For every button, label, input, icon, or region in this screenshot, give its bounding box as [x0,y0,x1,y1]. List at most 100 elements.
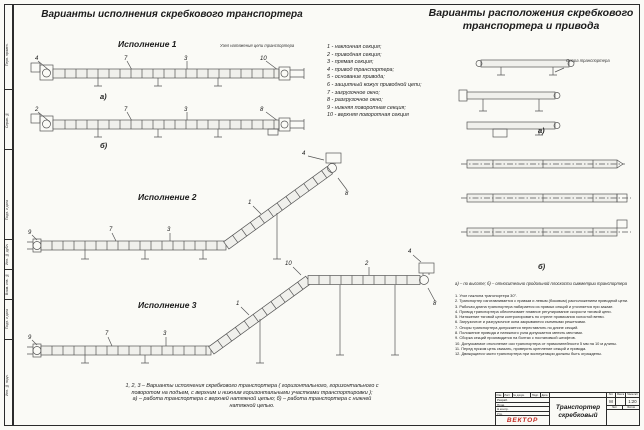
callout-number: 4 [302,151,306,157]
legend-item: 8 - разгрузочное окно; [327,97,383,104]
variant-a-label-arrangement: а) [538,126,545,135]
margin-label: Подп. и дата [5,309,9,330]
callout-number: 1 [236,301,239,307]
conveyor-drawing-isp3: 9 7 3 1 10 2 4 8 [27,249,437,364]
margin-divider [5,269,12,270]
callout-number: 9 [28,230,32,236]
arrangement-linework [458,59,631,237]
scale-value: 1:20 [628,398,637,404]
conveyor-drawing-isp1b: 2 7 3 8 [30,107,305,138]
podp-label: Подп. [531,393,542,397]
section-label-isp3: Исполнение 3 [138,300,197,310]
izm-label: Изм. [496,393,504,397]
legend-item: 10 - верхняя поворотная секция [327,112,409,119]
callout-number: 9 [28,335,32,341]
note-line: 5. Натяжение тяговой цепи контролировать… [455,314,605,320]
liter-value: М [607,397,616,405]
page-title-right-line2: транспортера и привода [462,20,600,33]
note-line: 12. Движущиеся части транспортера при эк… [455,351,602,357]
margin-divider [5,89,12,90]
razrab-row: Разраб. [496,398,549,403]
legend-item: 9 - нижняя поворотная секция; [327,104,406,111]
page-title-left: Варианты исполнения скребкового транспор… [41,9,303,20]
conveyor-linework [30,111,305,138]
massa-value [616,397,626,405]
company-logo: ВЕКТОР [496,416,549,425]
support-label: Опора транспортера [566,58,610,63]
note-line: 3. Рабочая длина транспортера набирается… [455,303,614,309]
company-logo-text: ВЕКТОР [506,417,539,424]
data-label: Дата [541,393,548,397]
conveyor-linework [27,254,436,364]
callout-number: 7 [124,107,128,113]
callout-number: 10 [285,261,292,267]
lit-massa-masshtab-values: М 1:20 [607,397,639,406]
margin-strip: Перв. примен. Справ. № Подп. и дата Инв.… [4,4,13,426]
lit-massa-masshtab-header: Лит. Масса Масштаб [607,393,639,398]
technical-notes: 1. Угол наклона транспортера 30°. 2. Тра… [455,293,636,358]
masshtab-label: Масштаб [627,393,638,396]
callout-number: 10 [260,56,267,62]
margin-label: Взам. инв. № [5,273,9,296]
section-label-isp2: Исполнение 2 [138,192,197,202]
callout-number: 3 [184,107,188,113]
margin-divider [5,299,12,300]
caption-line: натяжной цепью. [229,402,275,409]
listov-label: Листов [627,405,635,409]
margin-divider [5,149,12,150]
title-block-blank-cell [607,410,639,425]
variant-b-label-arrangement: б) [538,262,546,271]
callout-number: 8 [345,191,349,197]
note-line: 4. Привод транспортера обеспечивает плав… [455,308,612,314]
caption-line: поворотом на подъем, с верхним и нижним … [131,389,373,396]
document-name-line1: Транспортер [555,404,601,412]
legend: 1 - наклонная секция; 2 - приводная секц… [327,44,453,120]
legend-item: 5 - основание привода; [327,74,385,81]
callout-number: 4 [35,56,39,62]
document-name: Транспортер скребковый [550,398,606,425]
margin-label: Инв. № дубл. [5,243,9,266]
callout-number: 7 [124,56,128,62]
legend-item: 7 - загрузочное окно; [327,89,380,96]
margin-divider [5,339,12,340]
nkontr-row: Н.контр. [496,407,549,412]
callout-number: 3 [184,56,188,62]
callout-number: 4 [408,249,412,255]
figure-caption: 1, 2, 3 – Варианты исполнения скребковог… [52,383,452,409]
margin-label: Перв. примен. [5,43,9,67]
callout-number: 2 [364,261,369,267]
conveyor-linework [27,152,348,260]
note-line: 1. Угол наклона транспортера 30°. [455,293,518,298]
section-label-isp1: Исполнение 1 [118,39,177,49]
doc-label: № докум. [513,393,532,397]
prov-row: Пров. [496,403,549,407]
lit-label: Лит. [607,393,616,397]
title-block: Изм. Лист № докум. Подп. Дата Разраб. Пр… [495,392,640,426]
document-code-cell [550,393,606,398]
arrangement-note: а) – по высоте; б) – относительно продол… [455,281,627,286]
note-line: 7. Опоры транспортера допускается перест… [455,324,579,330]
margin-label: Инв. № подл. [5,374,9,396]
variant-b-label-isp1: б) [100,141,108,150]
note-line: 10. Допускаемое отклонение оси транспорт… [455,340,617,346]
legend-item: 6 - защитный кожух приводной цепи; [327,81,422,88]
callout-number: 7 [109,227,113,233]
note-line: 11. Перед пуском цепь смазать, проверить… [455,345,587,351]
note-line: 9. Сборка секций производится на болтах … [455,335,576,341]
note-line: 2. Транспортер изготавливается с правым … [455,298,629,304]
utv-row: Утв. [496,412,549,416]
note-line: 8. Положение привода и натяжного узла до… [455,330,583,336]
callout-number: 2 [34,107,39,113]
title-block-right: Лит. Масса Масштаб М 1:20 Лист Листов [607,393,639,425]
callout-number: 7 [105,331,109,337]
page-title-right: Варианты расположения скребкового трансп… [428,7,634,33]
legend-item: 2 - приводная секция; [327,51,382,58]
caption-line: а) – работа транспортера с верхней натяж… [132,396,372,403]
variant-a-label-isp1: а) [100,92,107,101]
conveyor-linework [30,60,305,87]
legend-item: 4 - привод транспортера; [327,66,394,73]
conveyor-drawing-isp1a: 4 7 3 10 [30,56,305,87]
conveyor-drawing-isp2: 9 7 3 1 4 8 [27,151,349,260]
margin-label: Подп. и дата [5,200,9,220]
